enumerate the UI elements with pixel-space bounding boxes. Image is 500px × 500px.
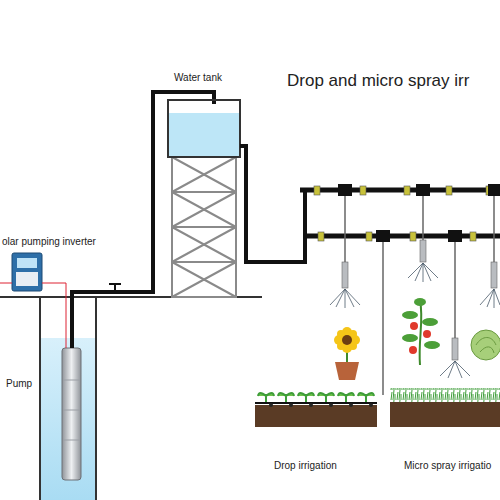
seedling xyxy=(358,393,374,402)
diagram-title: Drop and micro spray irr xyxy=(287,72,469,91)
tank-label: Water tank xyxy=(174,72,222,83)
drip-emitter xyxy=(289,403,293,407)
section-label: Drop irrigation xyxy=(274,460,337,471)
seedling xyxy=(258,393,274,402)
seedling xyxy=(278,393,294,402)
seedling xyxy=(338,393,354,402)
section-label: Micro spray irrigatio xyxy=(404,460,491,471)
drip-emitter xyxy=(369,403,373,407)
seedling xyxy=(298,393,314,402)
drip-emitter xyxy=(349,403,353,407)
inverter-label: olar pumping inverter xyxy=(2,236,96,247)
drip-emitter xyxy=(329,403,333,407)
pump-label: Pump xyxy=(6,378,32,389)
drip-emitter xyxy=(309,403,313,407)
seedling xyxy=(318,393,334,402)
drip-emitter xyxy=(269,403,273,407)
